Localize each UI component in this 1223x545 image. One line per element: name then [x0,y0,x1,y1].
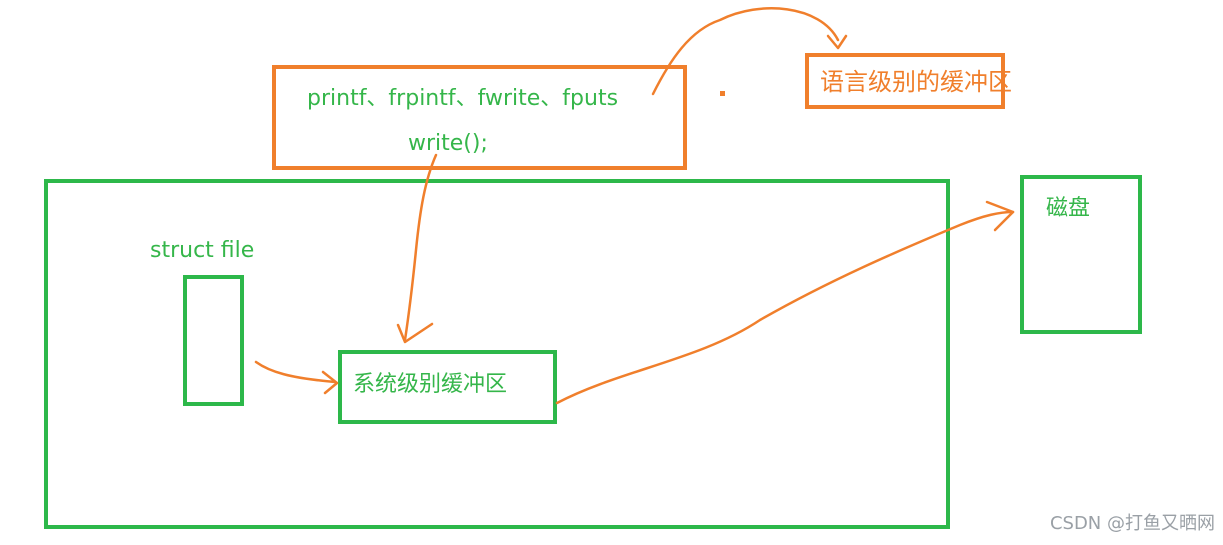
watermark: CSDN @打鱼又晒网 [1049,513,1215,534]
disk-label: 磁盘 [1046,196,1091,221]
function-call-line1: printf、frpintf、fwrite、fputs [307,86,619,111]
struct-file-box [183,275,244,406]
struct-file-label: struct file [150,238,255,263]
arrowhead-calls-to-language-buffer [826,34,848,50]
language-buffer-label: 语言级别的缓冲区 [820,68,1012,96]
function-call-line2: write(); [408,131,488,156]
function-call-box [272,65,687,170]
system-buffer-box [338,350,557,424]
orange-dot [720,91,725,96]
disk-box [1020,175,1142,334]
system-buffer-label: 系统级别缓冲区 [353,372,508,397]
arrowhead-system-buffer-to-disk [985,200,1015,232]
